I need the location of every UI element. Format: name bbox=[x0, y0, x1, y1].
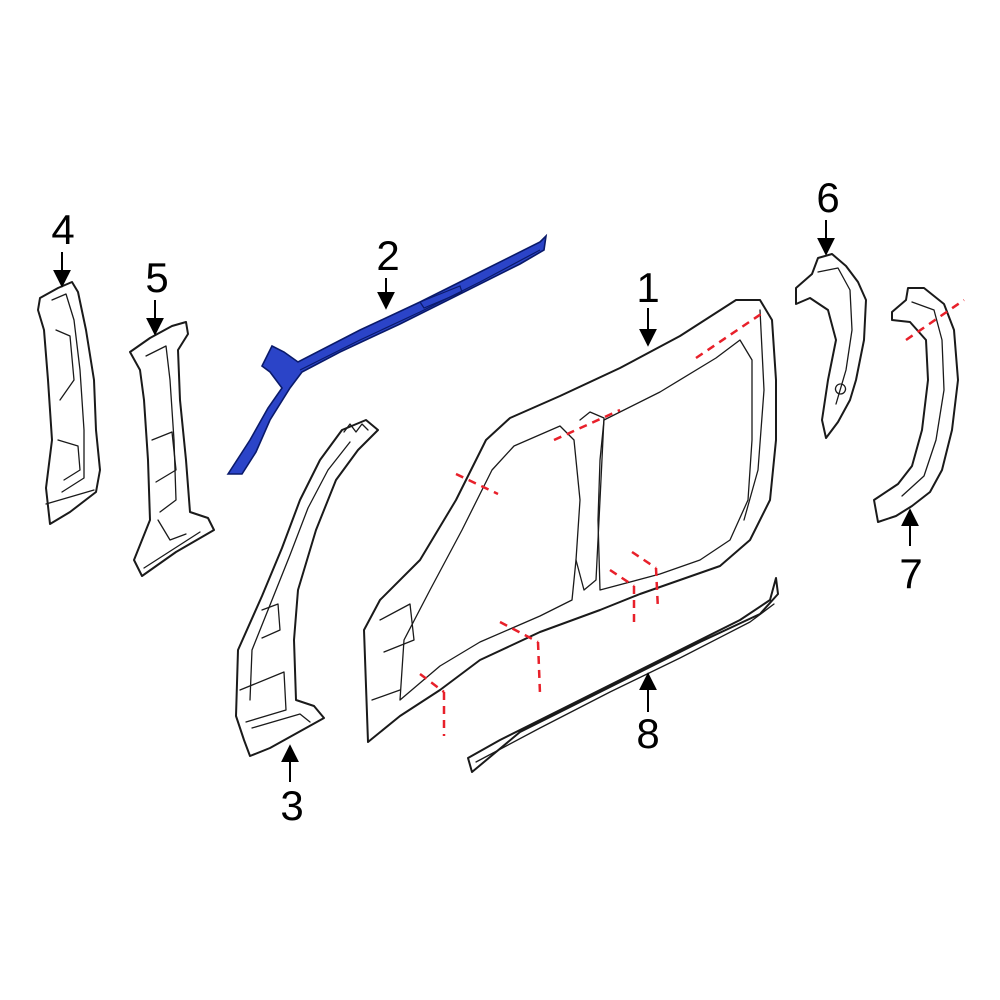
callout-3: 3 bbox=[280, 782, 303, 829]
callout-1: 1 bbox=[636, 264, 659, 311]
part-2-roof-rail[interactable] bbox=[226, 233, 548, 475]
callout-5: 5 bbox=[145, 254, 168, 301]
cut-lines bbox=[419, 298, 965, 736]
callout-8: 8 bbox=[636, 710, 659, 757]
callout-labels: 1 2 3 4 5 6 7 8 bbox=[51, 174, 922, 829]
callout-6: 6 bbox=[816, 174, 839, 221]
part-5-center-pillar[interactable] bbox=[129, 321, 215, 577]
part-4-hinge-pillar[interactable] bbox=[37, 281, 101, 525]
part-6-rear-pillar-upper[interactable] bbox=[795, 253, 867, 439]
part-7-rear-pillar-lower[interactable] bbox=[873, 287, 959, 523]
callout-7: 7 bbox=[899, 550, 922, 597]
callout-2: 2 bbox=[376, 232, 399, 279]
callout-arrows bbox=[53, 220, 919, 782]
callout-4: 4 bbox=[51, 206, 74, 253]
part-1-aperture-panel[interactable] bbox=[363, 299, 777, 743]
part-3-windshield-pillar[interactable] bbox=[235, 419, 379, 757]
